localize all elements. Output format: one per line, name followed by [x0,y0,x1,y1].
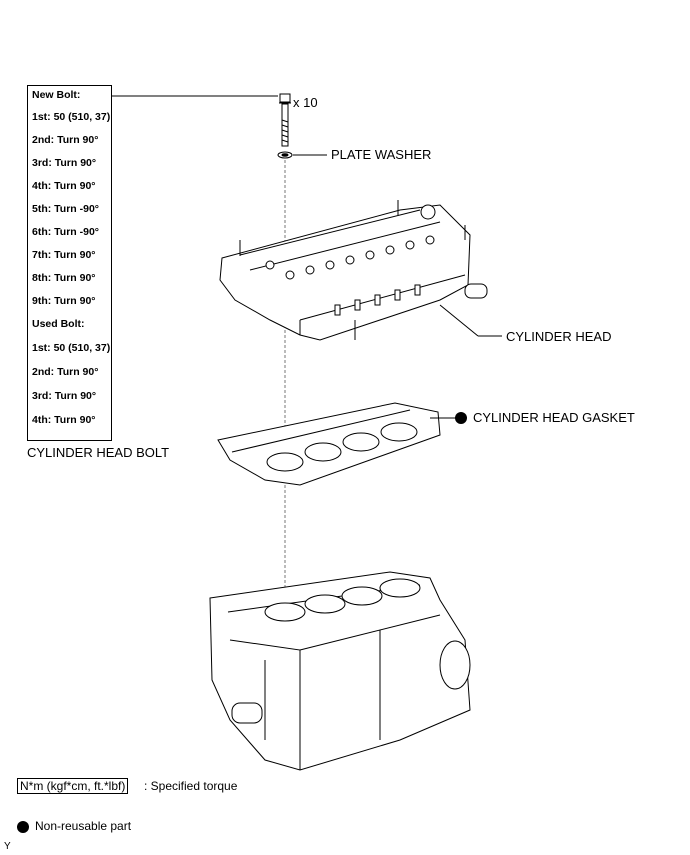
torque-spec-box: New Bolt: 1st: 50 (510, 37) 2nd: Turn 90… [27,85,112,441]
head-bolt-label: CYLINDER HEAD BOLT [27,445,170,460]
gasket-nonreusable-mark [455,412,467,424]
used-bolt-step: 2nd: Turn 90° [32,366,99,378]
cylinder-head-label: CYLINDER HEAD [506,329,612,344]
used-bolt-step: 1st: 50 (510, 37) [32,342,111,354]
new-bolt-step: 5th: Turn -90° [32,203,100,215]
new-bolt-step: 8th: Turn 90° [32,272,96,284]
used-bolt-step: 4th: Turn 90° [32,414,96,426]
cylinder-head-illustration [219,200,488,341]
new-bolt-step: 2nd: Turn 90° [32,134,99,146]
new-bolt-step: 1st: 50 (510, 37) [32,111,111,123]
new-bolt-step: 6th: Turn -90° [32,226,100,238]
gasket-label: CYLINDER HEAD GASKET [473,410,635,425]
plate-washer-illustration [277,151,293,159]
corner-mark: Y [4,841,11,852]
used-bolt-step: 3rd: Turn 90° [32,390,97,402]
used-bolt-title: Used Bolt: [32,318,85,330]
cylinder-head-bolt-illustration [279,93,291,147]
head-leader-line [439,304,479,337]
bolt-quantity-label: x 10 [293,95,318,110]
new-bolt-step: 7th: Turn 90° [32,249,96,261]
new-bolt-step: 4th: Turn 90° [32,180,96,192]
new-bolt-step: 3rd: Turn 90° [32,157,97,169]
nonreusable-text: Non-reusable part [35,819,132,833]
plate-washer-label: PLATE WASHER [331,147,432,162]
nonreusable-legend-mark [17,821,29,833]
torque-desc-text: : Specified torque [144,779,238,793]
cylinder-block-illustration [209,571,471,771]
torque-unit-box: N*m (kgf*cm, ft.*lbf) [17,778,129,794]
new-bolt-title: New Bolt: [32,89,81,101]
cylinder-head-gasket-illustration [217,402,441,486]
new-bolt-step: 9th: Turn 90° [32,295,96,307]
